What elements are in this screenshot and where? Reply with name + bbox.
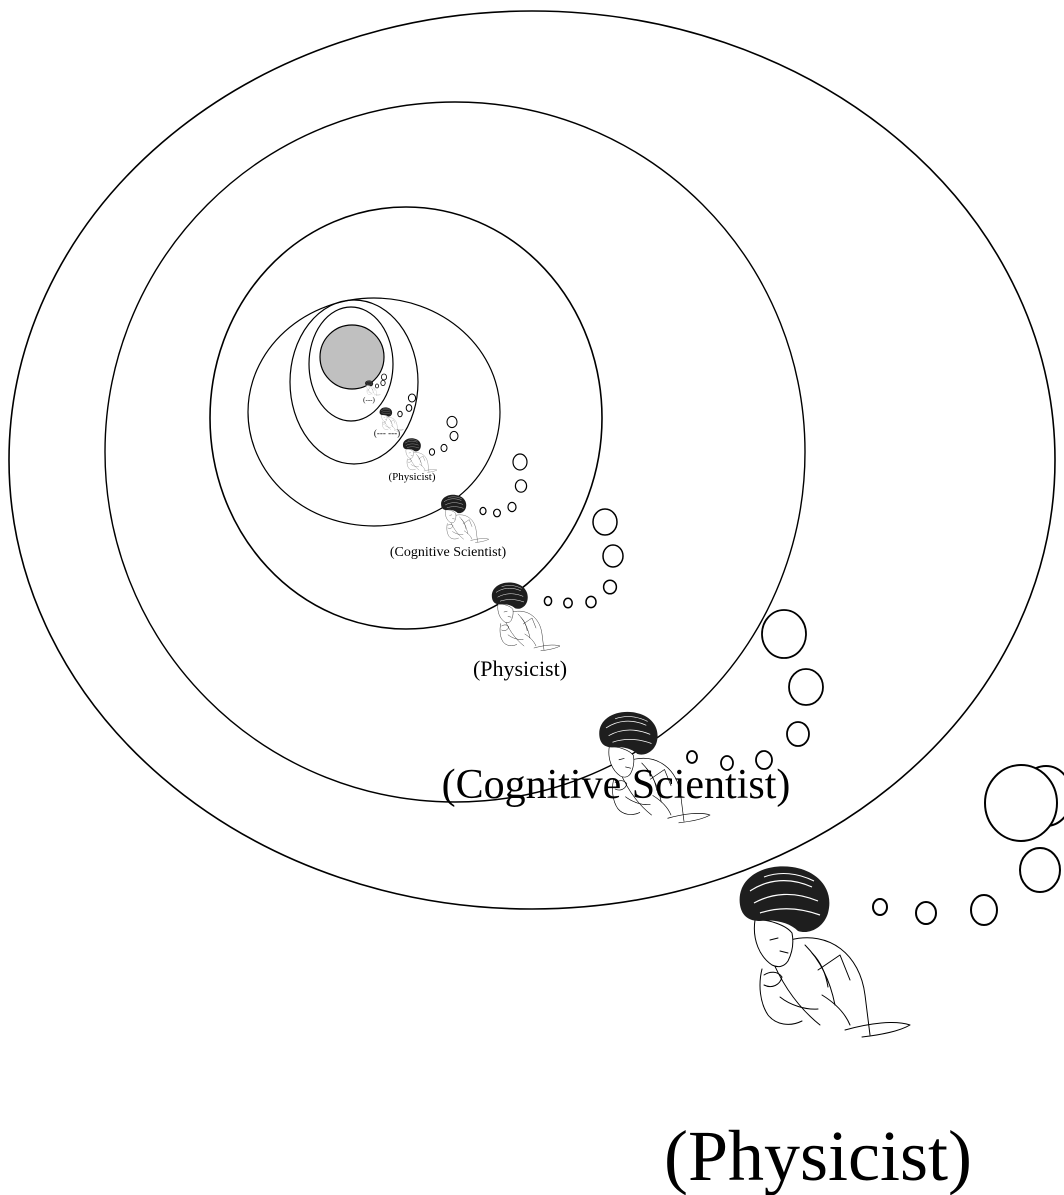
thinking-person-icon	[740, 866, 910, 1037]
observer-level-5: (Physicist)	[473, 509, 623, 681]
level-6-label: (Cognitive Scientist)	[442, 762, 791, 808]
ring-5	[105, 102, 805, 802]
thinking-person-icon	[441, 495, 489, 543]
observer-level-4: (Cognitive Scientist)	[390, 454, 527, 560]
observer-level-6: (Cognitive Scientist)	[442, 610, 823, 823]
level-3-label: (Physicist)	[388, 471, 435, 483]
thought-bubble-icon	[873, 765, 1064, 925]
core-circle	[320, 325, 384, 389]
level-7-label: (Physicist)	[664, 1116, 972, 1195]
level-2-label: (--- ---)	[374, 428, 400, 438]
thought-bubble-icon	[687, 610, 823, 770]
level-1-label: (---)	[363, 396, 375, 404]
ring-4	[210, 207, 602, 629]
observer-level-3: (Physicist)	[388, 416, 458, 483]
thinking-person-icon	[492, 583, 560, 651]
observer-level-2: (--- ---)	[374, 394, 416, 438]
observer-level-7: (Physicist)	[664, 765, 1064, 1195]
level-5-label: (Physicist)	[473, 656, 567, 681]
thought-bubble-icon	[544, 509, 623, 608]
level-4-label: (Cognitive Scientist)	[390, 545, 507, 560]
thought-bubble-icon	[429, 416, 458, 455]
